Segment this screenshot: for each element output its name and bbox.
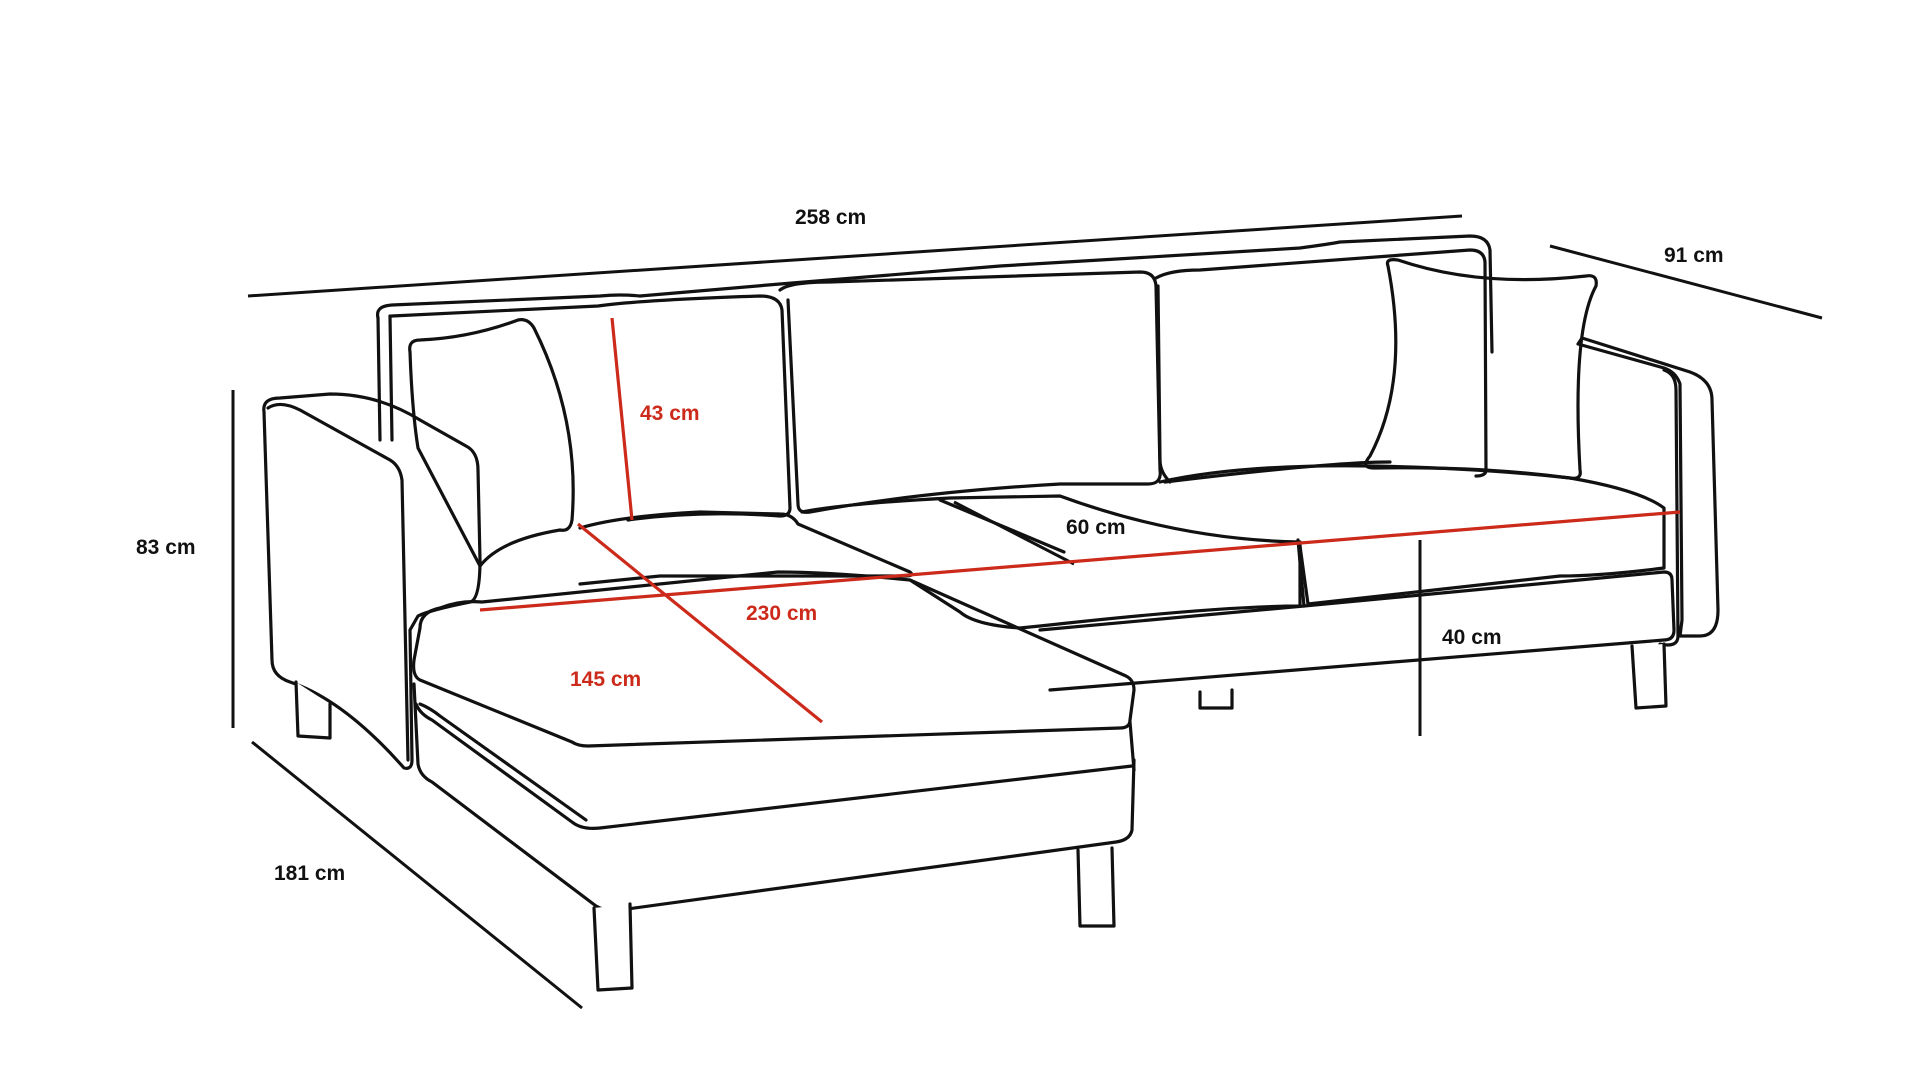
- seat-right: [1158, 464, 1666, 606]
- chaise-front-edge: [418, 702, 1136, 822]
- dim-line-backrest-height: [610, 317, 634, 521]
- dim-line-depth: [1549, 244, 1823, 320]
- right-throw-pillow: [1364, 258, 1598, 480]
- right-back-cushion: [1154, 248, 1488, 478]
- right-arm: [1576, 336, 1720, 638]
- chaise-base: [412, 682, 1136, 913]
- dim-line-chaise-length: [251, 740, 583, 1010]
- seat-base-front: [1038, 570, 1676, 692]
- seat-divider-right: [1296, 538, 1306, 608]
- leg-front-left-chaise: [592, 902, 634, 992]
- label-overall-width: 258 cm: [795, 206, 866, 229]
- label-height: 83 cm: [136, 536, 196, 559]
- chaise-piping: [414, 702, 1134, 830]
- label-backrest-height: 43 cm: [640, 402, 700, 425]
- dim-line-seat-width: [479, 510, 1681, 612]
- label-depth: 91 cm: [1664, 244, 1724, 267]
- dim-line-overall-width: [247, 214, 1463, 298]
- right-back-cushion-lower: [1156, 284, 1392, 484]
- leg-front-right-chaise: [1076, 846, 1116, 928]
- dimension-labels: 258 cm 91 cm 83 cm 181 cm 43 cm 230 cm 1…: [136, 206, 1724, 885]
- chaise-cushion: [412, 570, 1136, 748]
- label-chaise-length: 181 cm: [274, 862, 345, 885]
- dim-line-chaise-seat-length: [576, 522, 824, 724]
- sofa-drawing: [262, 234, 1720, 992]
- label-seat-height: 40 cm: [1442, 626, 1502, 649]
- leg-left-arm: [294, 680, 332, 740]
- left-throw-pillow: [408, 318, 575, 568]
- left-arm-inner: [266, 402, 410, 762]
- dim-line-seat-depth: [953, 500, 1075, 566]
- dimension-lines: [231, 214, 1823, 1010]
- leg-middle: [1198, 688, 1234, 710]
- middle-back-cushion: [778, 270, 1162, 514]
- left-back-cushion: [390, 294, 792, 522]
- back-frame-inner: [376, 314, 394, 442]
- seat-left: [578, 510, 914, 586]
- label-seat-depth: 60 cm: [1066, 516, 1126, 539]
- label-seat-width: 230 cm: [746, 602, 817, 625]
- leg-right: [1630, 642, 1668, 710]
- back-frame: [375, 234, 1494, 354]
- label-chaise-seat-length: 145 cm: [570, 668, 641, 691]
